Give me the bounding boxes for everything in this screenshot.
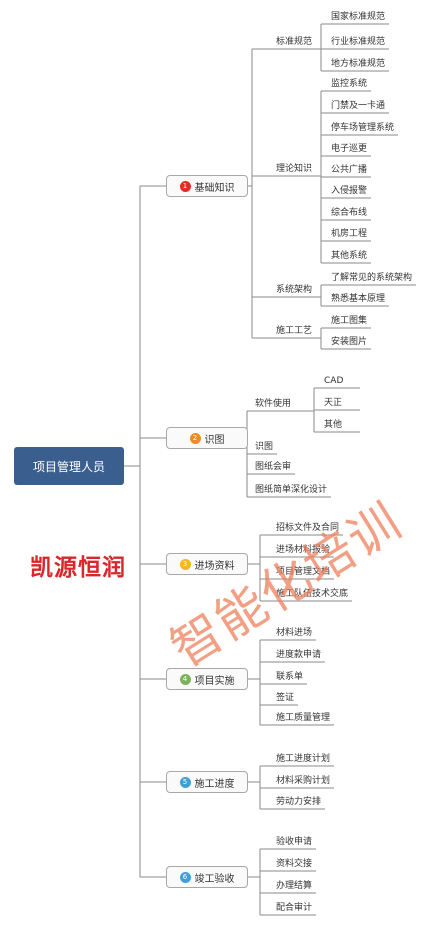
leaf-item[interactable]: 进度款申请 bbox=[276, 650, 322, 660]
leaf-item[interactable]: 机房工程 bbox=[331, 229, 368, 239]
leaf-item[interactable]: 行业标准规范 bbox=[331, 37, 386, 47]
watermark-kaiyuan: 凯源恒润 bbox=[30, 554, 126, 581]
group-label[interactable]: 理论知识 bbox=[276, 164, 313, 174]
branch-label: 施工进度 bbox=[194, 778, 235, 790]
group-label[interactable]: 软件使用 bbox=[255, 399, 292, 409]
number-badge: 3 bbox=[179, 558, 191, 570]
group-label[interactable]: 图纸会审 bbox=[255, 462, 292, 472]
group-label[interactable]: 识图 bbox=[255, 442, 274, 452]
branch-label: 识图 bbox=[204, 434, 225, 446]
leaf-item[interactable]: 公共广播 bbox=[331, 165, 368, 175]
leaf-item[interactable]: 招标文件及合同 bbox=[276, 523, 340, 533]
leaf-item[interactable]: 地方标准规范 bbox=[331, 59, 386, 69]
leaf-item[interactable]: 入侵报警 bbox=[331, 186, 368, 196]
leaf-item[interactable]: 进场材料报验 bbox=[276, 545, 331, 555]
branch-label: 项目实施 bbox=[194, 675, 235, 687]
leaf-item[interactable]: 门禁及一卡通 bbox=[331, 101, 386, 111]
leaf-item[interactable]: 配合审计 bbox=[276, 903, 313, 913]
leaf-item[interactable]: 监控系统 bbox=[331, 79, 368, 89]
number-badge: 5 bbox=[179, 776, 191, 788]
leaf-item[interactable]: 材料进场 bbox=[276, 628, 313, 638]
branch-label: 进场资料 bbox=[194, 560, 235, 572]
leaf-item[interactable]: 材料采购计划 bbox=[276, 776, 331, 786]
leaf-item[interactable]: 天正 bbox=[324, 398, 343, 408]
branch-label: 基础知识 bbox=[194, 182, 235, 194]
number-badge: 2 bbox=[189, 432, 201, 444]
number-badge: 1 bbox=[179, 180, 191, 192]
group-label[interactable]: 施工工艺 bbox=[276, 326, 313, 336]
leaf-item[interactable]: 劳动力安排 bbox=[276, 797, 322, 807]
number-badge: 4 bbox=[179, 673, 191, 685]
leaf-item[interactable]: 安装图片 bbox=[331, 337, 368, 347]
leaf-item[interactable]: 综合布线 bbox=[331, 208, 368, 218]
group-label[interactable]: 系统架构 bbox=[276, 285, 313, 295]
leaf-item[interactable]: CAD bbox=[324, 376, 344, 386]
leaf-item[interactable]: 施工质量管理 bbox=[276, 713, 331, 723]
leaf-item[interactable]: 资料交接 bbox=[276, 859, 313, 869]
group-label[interactable]: 标准规范 bbox=[276, 37, 313, 47]
leaf-item[interactable]: 其他系统 bbox=[331, 251, 368, 261]
leaf-item[interactable]: 签证 bbox=[276, 693, 295, 703]
group-label[interactable]: 图纸简单深化设计 bbox=[255, 485, 328, 495]
leaf-item[interactable]: 联系单 bbox=[276, 672, 304, 682]
leaf-item[interactable]: 施工进度计划 bbox=[276, 754, 331, 764]
leaf-item[interactable]: 电子巡更 bbox=[331, 144, 368, 154]
leaf-item[interactable]: 项目管理文档 bbox=[276, 567, 331, 577]
leaf-item[interactable]: 施工图集 bbox=[331, 316, 368, 326]
leaf-item[interactable]: 其他 bbox=[324, 420, 343, 430]
root-node[interactable]: 项目管理人员 bbox=[14, 447, 124, 485]
branch-label: 竣工验收 bbox=[194, 873, 235, 885]
leaf-item[interactable]: 了解常见的系统架构 bbox=[331, 273, 413, 283]
leaf-item[interactable]: 验收申请 bbox=[276, 837, 313, 847]
leaf-item[interactable]: 施工队伍技术交底 bbox=[276, 589, 349, 599]
leaf-item[interactable]: 熟悉基本原理 bbox=[331, 294, 386, 304]
number-badge: 6 bbox=[179, 871, 191, 883]
leaf-item[interactable]: 国家标准规范 bbox=[331, 12, 386, 22]
leaf-item[interactable]: 停车场管理系统 bbox=[331, 123, 395, 133]
leaf-item[interactable]: 办理结算 bbox=[276, 881, 313, 891]
